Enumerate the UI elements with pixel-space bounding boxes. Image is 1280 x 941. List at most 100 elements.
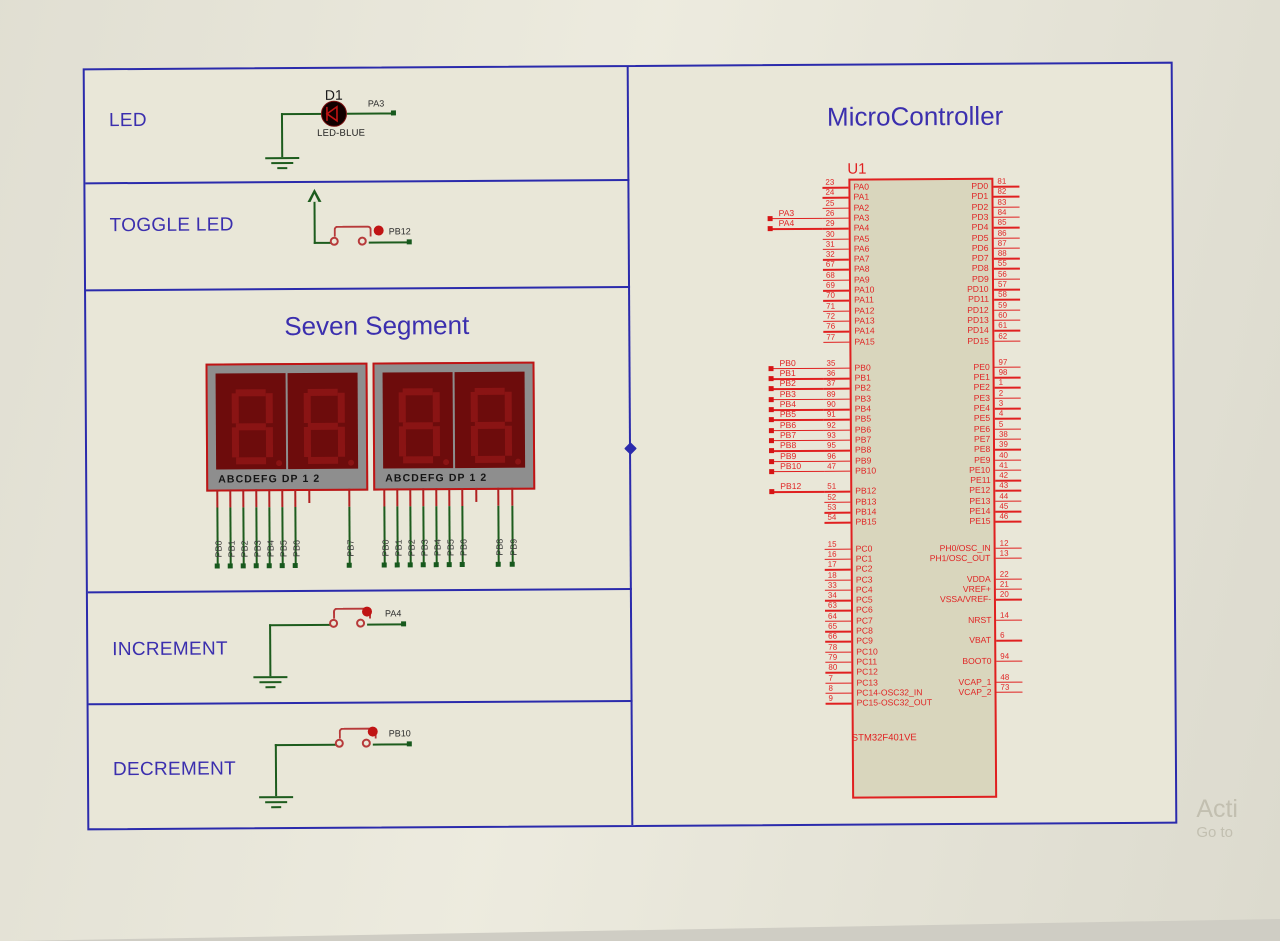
mcu-pin-label-PC10: PC10	[856, 646, 878, 656]
d1-seg-pin-6	[293, 563, 298, 568]
mcu-pin-label-PB4: PB4	[855, 404, 871, 414]
mcu-pin-number-PB9: 96	[827, 451, 836, 460]
ground-bar-1b	[271, 162, 293, 164]
mcu-net-label-PB2: PB2	[780, 378, 796, 388]
d2-seg-stub-2	[409, 488, 411, 506]
mcu-pin-number-PD1: 82	[997, 187, 1006, 196]
toggle-button-indicator[interactable]	[374, 226, 384, 236]
mcu-pin-label-VSSA/VREF-: VSSA/VREF-	[940, 594, 991, 604]
toggle-net-label: PB12	[389, 226, 411, 236]
mcu-pin-label-PD12: PD12	[967, 304, 989, 314]
increment-button-indicator[interactable]	[362, 607, 372, 617]
mcu-pin-number-PC1: 16	[828, 550, 837, 559]
led-ground-wire	[281, 113, 283, 157]
mcu-pin-number-PA1: 24	[825, 188, 834, 197]
mcu-pin-number-PB12: 51	[827, 482, 836, 491]
mcu-pin-number-PC15-OSC32_OUT: 9	[829, 694, 834, 703]
display1-digit2-seg-d	[308, 457, 338, 464]
mcu-pin-label-PE14: PE14	[969, 506, 990, 516]
mcu-pin-number-PE5: 4	[999, 409, 1004, 418]
seven-segment-display-2[interactable]: ABCDEFG DP 1 2	[372, 362, 535, 491]
mcu-pin-label-PD13: PD13	[967, 315, 989, 325]
display1-digit1-seg-c	[266, 427, 273, 457]
d2-digit-stub-0	[497, 488, 499, 506]
display1-digit2-seg-c	[338, 427, 345, 457]
mcu-pin-label-PB8: PB8	[855, 445, 871, 455]
led-net-terminal	[391, 110, 396, 115]
mcu-pin-number-PB15: 54	[827, 513, 836, 522]
display2-digit1-seg-f	[399, 392, 406, 422]
d1-dp-stub	[308, 489, 310, 503]
section-label-increment: INCREMENT	[112, 638, 228, 661]
d1-seg-pin-2	[241, 563, 246, 568]
mcu-pin-leg-PB15	[824, 522, 850, 524]
mcu-net-blob-PA4	[768, 226, 773, 231]
mcu-pin-label-PB13: PB13	[855, 496, 876, 506]
mcu-pin-leg-BOOT0	[996, 660, 1022, 662]
mcu-net-label-PB10: PB10	[780, 461, 801, 471]
mcu-pin-number-VBAT: 6	[1000, 631, 1005, 640]
mcu-pin-label-PA15: PA15	[854, 336, 874, 346]
mcu-pin-number-PD9: 56	[998, 269, 1007, 278]
mcu-pin-number-PD4: 85	[998, 218, 1007, 227]
mcu-pin-number-PA14: 76	[826, 322, 835, 331]
mcu-pin-leg-NRST	[996, 619, 1022, 621]
mcu-pin-label-PB3: PB3	[855, 393, 871, 403]
display1-window-left	[216, 373, 287, 469]
mcu-pin-number-PC7: 64	[828, 611, 837, 620]
mcu-pin-number-BOOT0: 94	[1000, 652, 1009, 661]
mcu-pin-number-PE13: 44	[999, 491, 1008, 500]
d1-seg-pin-0	[215, 564, 220, 569]
mcu-pin-label-PE7: PE7	[974, 434, 990, 444]
decrement-right-wire	[373, 743, 409, 745]
mcu-pin-label-PE2: PE2	[974, 382, 990, 392]
mcu-pin-number-PD13: 60	[998, 311, 1007, 320]
seven-segment-display-1[interactable]: ABCDEFG DP 1 2	[205, 363, 368, 492]
d2-seg-stub-1	[396, 488, 398, 506]
d2-seg-pin-2	[408, 562, 413, 567]
d1-seg-stub-6	[294, 489, 296, 507]
mcu-pin-label-PD15: PD15	[967, 335, 989, 345]
mcu-pin-label-PE10: PE10	[969, 465, 990, 475]
mcu-pin-label-PA6: PA6	[854, 243, 870, 253]
display2-window-left	[383, 372, 454, 468]
mcu-net-label-PB0: PB0	[779, 358, 795, 368]
display2-digit1-seg-a	[403, 388, 433, 395]
mcu-net-label-PB4: PB4	[780, 399, 796, 409]
mcu-pin-number-PD15: 62	[998, 331, 1007, 340]
increment-right-wire	[367, 623, 403, 625]
mcu-pin-label-PC8: PC8	[856, 626, 873, 636]
d2-dp-stub	[475, 488, 477, 502]
mcu-pin-number-PB5: 91	[827, 410, 836, 419]
mcu-pin-number-PC8: 65	[828, 622, 837, 631]
mcu-pin-leg-VBAT	[996, 640, 1022, 642]
mcu-pin-label-PB15: PB15	[855, 517, 876, 527]
mcu-pin-label-PA13: PA13	[854, 315, 874, 325]
mcu-pin-number-PC0: 15	[828, 539, 837, 548]
increment-net-terminal	[401, 621, 406, 626]
mcu-pin-label-PD0: PD0	[971, 181, 988, 191]
d1-digit-net-0: PB7	[346, 540, 356, 557]
d2-seg-pin-3	[421, 562, 426, 567]
d2-seg-net-0: PB0	[381, 539, 391, 556]
decrement-button-terminal-left	[335, 739, 344, 748]
mcu-pin-number-PE6: 5	[999, 419, 1004, 428]
mcu-pin-label-PE15: PE15	[969, 516, 990, 526]
mcu-pin-label-PB9: PB9	[855, 455, 871, 465]
display1-digit2-seg-a	[308, 389, 338, 396]
display2-digit2-seg-c	[505, 426, 512, 456]
toggle-net-terminal	[407, 239, 412, 244]
schematic-canvas[interactable]: LED TOGGLE LED Seven Segment INCREMENT D…	[83, 62, 1178, 831]
toggle-button-cap[interactable]	[334, 226, 372, 237]
mcu-pin-label-PE6: PE6	[974, 423, 990, 433]
decrement-button-indicator[interactable]	[368, 727, 378, 737]
d2-seg-net-5: PB5	[446, 539, 456, 556]
mcu-pin-label-PA5: PA5	[854, 233, 870, 243]
mcu-pin-label-PA10: PA10	[854, 285, 874, 295]
mcu-pin-number-PC14-OSC32_IN: 8	[828, 684, 833, 693]
mcu-pin-leg-PD15	[994, 340, 1020, 342]
display1-digit1-dp	[276, 460, 282, 466]
d1-seg-net-1: PB1	[227, 540, 237, 557]
d1-seg-stub-2	[242, 489, 244, 507]
d2-seg-stub-0	[383, 488, 385, 506]
